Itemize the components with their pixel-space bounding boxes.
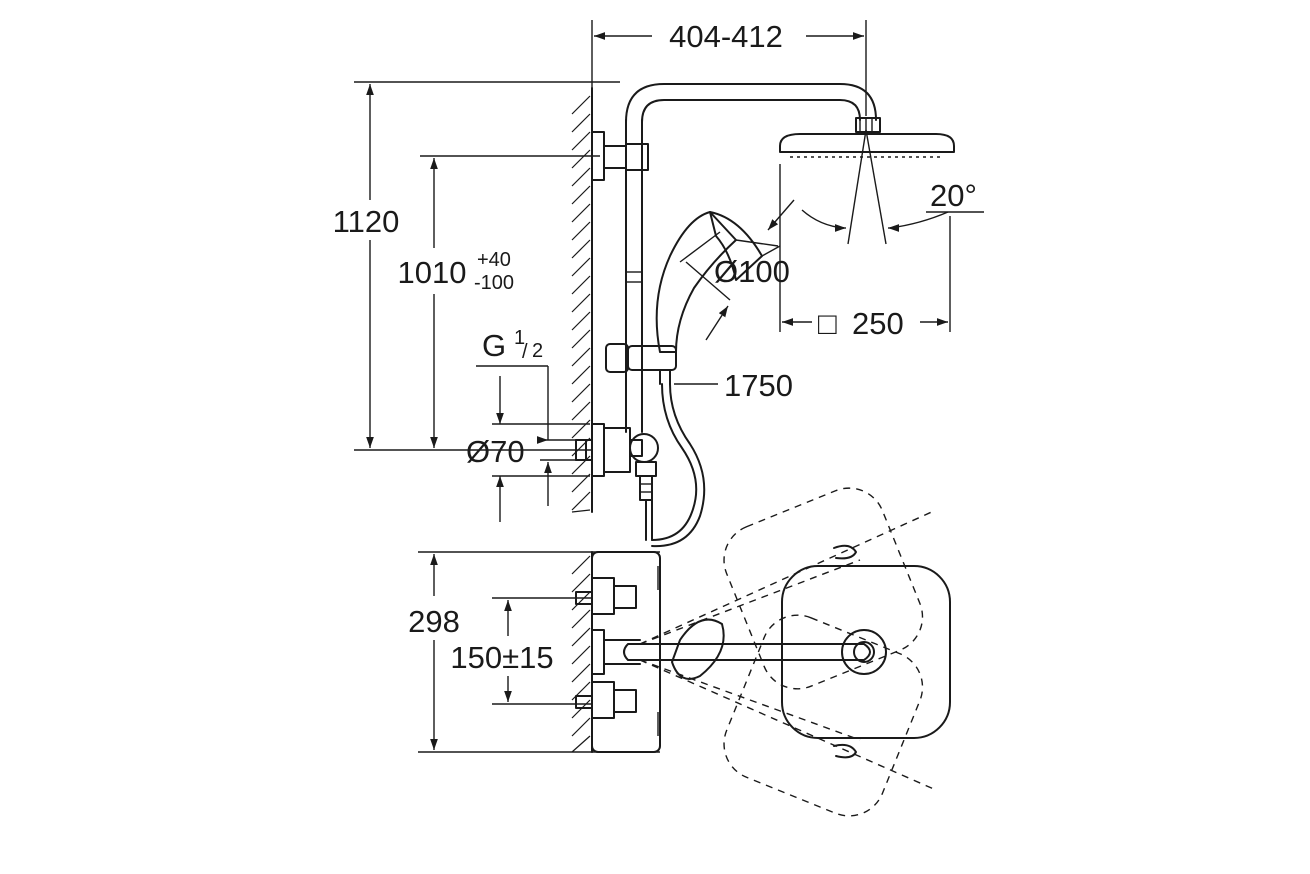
wall-hatch-line [571, 591, 591, 611]
rail-height-label: 1010 [398, 255, 467, 290]
thermostat-height-label: 298 [408, 604, 460, 639]
wall-hatch-line [571, 735, 591, 753]
wall-hatch-line [571, 455, 591, 475]
wall-hatch-line [571, 131, 591, 151]
wall-hatch-line [571, 419, 591, 439]
dim-total-height: 1120 [333, 81, 620, 451]
wall-hatch-line [571, 113, 591, 133]
thread-num: 1 [514, 327, 525, 349]
wall-hatch-line [571, 491, 591, 511]
wall-hatch-line [571, 717, 591, 737]
dim-rail-height: 1010 +40 -100 [398, 155, 600, 448]
dim-escutcheon: Ø70 [466, 376, 590, 522]
wall-hatch-line [571, 555, 591, 575]
wall-hatch-line [571, 311, 591, 331]
hose-length-label: 1750 [724, 368, 793, 403]
wall-hatch-line [571, 275, 591, 295]
escutcheon-label: Ø70 [466, 434, 525, 469]
thread-slash: / [522, 341, 528, 363]
dim-hand-shower: Ø100 [685, 199, 795, 341]
wall-hatch-line [571, 167, 591, 187]
thread-label: G [482, 328, 506, 363]
hand-shower-diameter-label: Ø100 [714, 254, 790, 289]
wall-hatch-line [571, 185, 591, 205]
arm-projection-label: 404-412 [669, 19, 783, 54]
head-size-label: 250 [852, 306, 904, 341]
wall-hatch-line [571, 509, 591, 513]
dim-thermostat-height: 298 [408, 551, 660, 753]
wall-hatch-line [571, 473, 591, 493]
wall-hatch-line [571, 239, 591, 259]
dim-hose-length: 1750 [674, 368, 793, 403]
dim-inlet-spacing: 150±15 [450, 597, 592, 705]
wall-hatch-line [571, 645, 591, 665]
dim-head-size: □ 250 [779, 164, 951, 341]
wall-hatch-line [571, 221, 591, 241]
dim-arm-projection: 404-412 [591, 19, 867, 116]
wall-hatch-line [571, 257, 591, 277]
wall-hatch-line [571, 329, 591, 349]
wall-hatch-line [571, 401, 591, 421]
wall-hatch-line [571, 609, 591, 629]
wall-hatch-line [571, 663, 591, 683]
thread-den: 2 [532, 340, 543, 362]
head-size-symbol: □ [818, 306, 837, 341]
wall-hatch-line [571, 383, 591, 403]
wall-lower [571, 551, 593, 753]
wall-hatch-line [571, 681, 591, 701]
head-top-view [623, 487, 951, 817]
wall-hatch-line [571, 627, 591, 647]
dim-head-tilt: 20° [801, 129, 984, 245]
wall-hatch-line [571, 95, 591, 115]
wall-hatch-line [571, 149, 591, 169]
wall-hatch-line [571, 293, 591, 313]
shower-column [575, 83, 955, 548]
wall-hatch-line [571, 203, 591, 223]
total-height-label: 1120 [333, 204, 400, 239]
rail-height-minus: -100 [474, 272, 514, 294]
wall-hatch-line [571, 347, 591, 367]
wall-hatch-line [571, 573, 591, 593]
thermostat-side [575, 551, 661, 753]
wall-hatch-line [571, 365, 591, 385]
rail-height-plus: +40 [477, 249, 511, 271]
inlet-spacing-label: 150±15 [450, 640, 553, 675]
head-tilt-label: 20° [930, 178, 977, 213]
dim-thread: G 1 / 2 [476, 327, 590, 506]
